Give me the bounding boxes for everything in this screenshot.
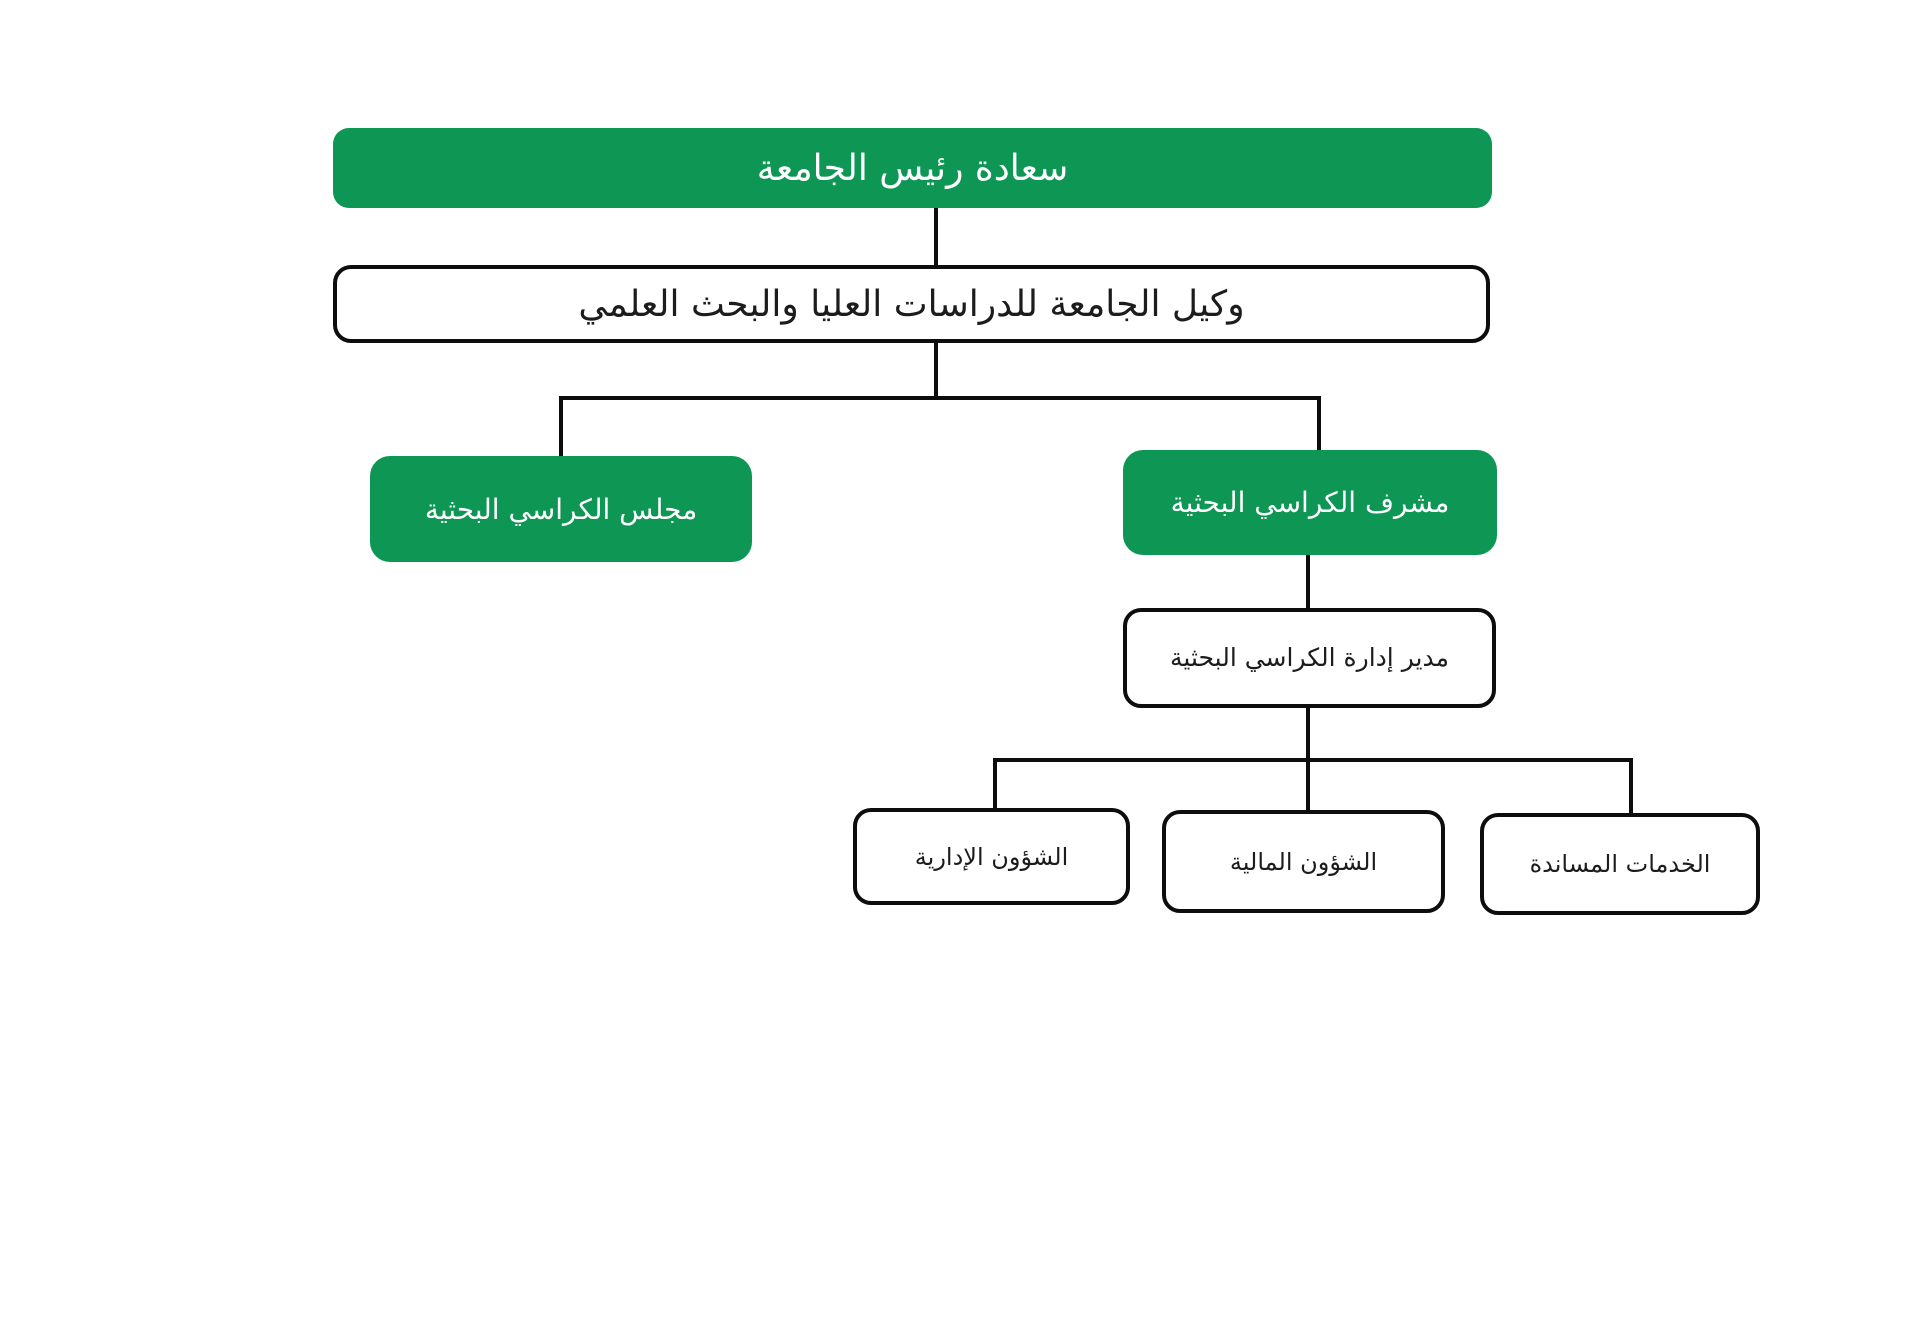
connector-vp-stem — [934, 341, 938, 400]
node-support-services: الخدمات المساندة — [1480, 813, 1760, 915]
node-chairs-council-label: مجلس الكراسي البحثية — [424, 492, 698, 526]
connector-drop-chairs-council — [559, 396, 563, 458]
node-chairs-admin-director: مدير إدارة الكراسي البحثية — [1123, 608, 1496, 708]
connector-supervisor-to-director — [1306, 553, 1310, 610]
connector-drop-chairs-supervisor — [1317, 396, 1321, 452]
node-administrative-affairs-label: الشؤون الإدارية — [914, 842, 1069, 871]
node-vice-president-label: وكيل الجامعة للدراسات العليا والبحث العل… — [578, 283, 1245, 325]
node-chairs-council: مجلس الكراسي البحثية — [370, 456, 752, 562]
node-administrative-affairs: الشؤون الإدارية — [853, 808, 1130, 905]
node-president: سعادة رئيس الجامعة — [333, 128, 1492, 208]
connector-director-horizontal — [993, 758, 1633, 762]
connector-president-to-vp — [934, 207, 938, 267]
node-chairs-supervisor-label: مشرف الكراسي البحثية — [1170, 486, 1450, 519]
node-support-services-label: الخدمات المساندة — [1529, 850, 1711, 878]
connector-vp-horizontal — [559, 396, 1321, 400]
node-financial-affairs-label: الشؤون المالية — [1229, 847, 1378, 876]
node-president-label: سعادة رئيس الجامعة — [756, 147, 1069, 189]
connector-drop-administrative-affairs — [993, 758, 997, 810]
node-vice-president: وكيل الجامعة للدراسات العليا والبحث العل… — [333, 265, 1490, 343]
connector-drop-financial-affairs — [1306, 758, 1310, 814]
connector-director-stem — [1306, 706, 1310, 762]
node-financial-affairs: الشؤون المالية — [1162, 810, 1445, 913]
node-chairs-admin-director-label: مدير إدارة الكراسي البحثية — [1170, 643, 1449, 673]
node-chairs-supervisor: مشرف الكراسي البحثية — [1123, 450, 1497, 555]
connector-drop-support-services — [1629, 758, 1633, 815]
